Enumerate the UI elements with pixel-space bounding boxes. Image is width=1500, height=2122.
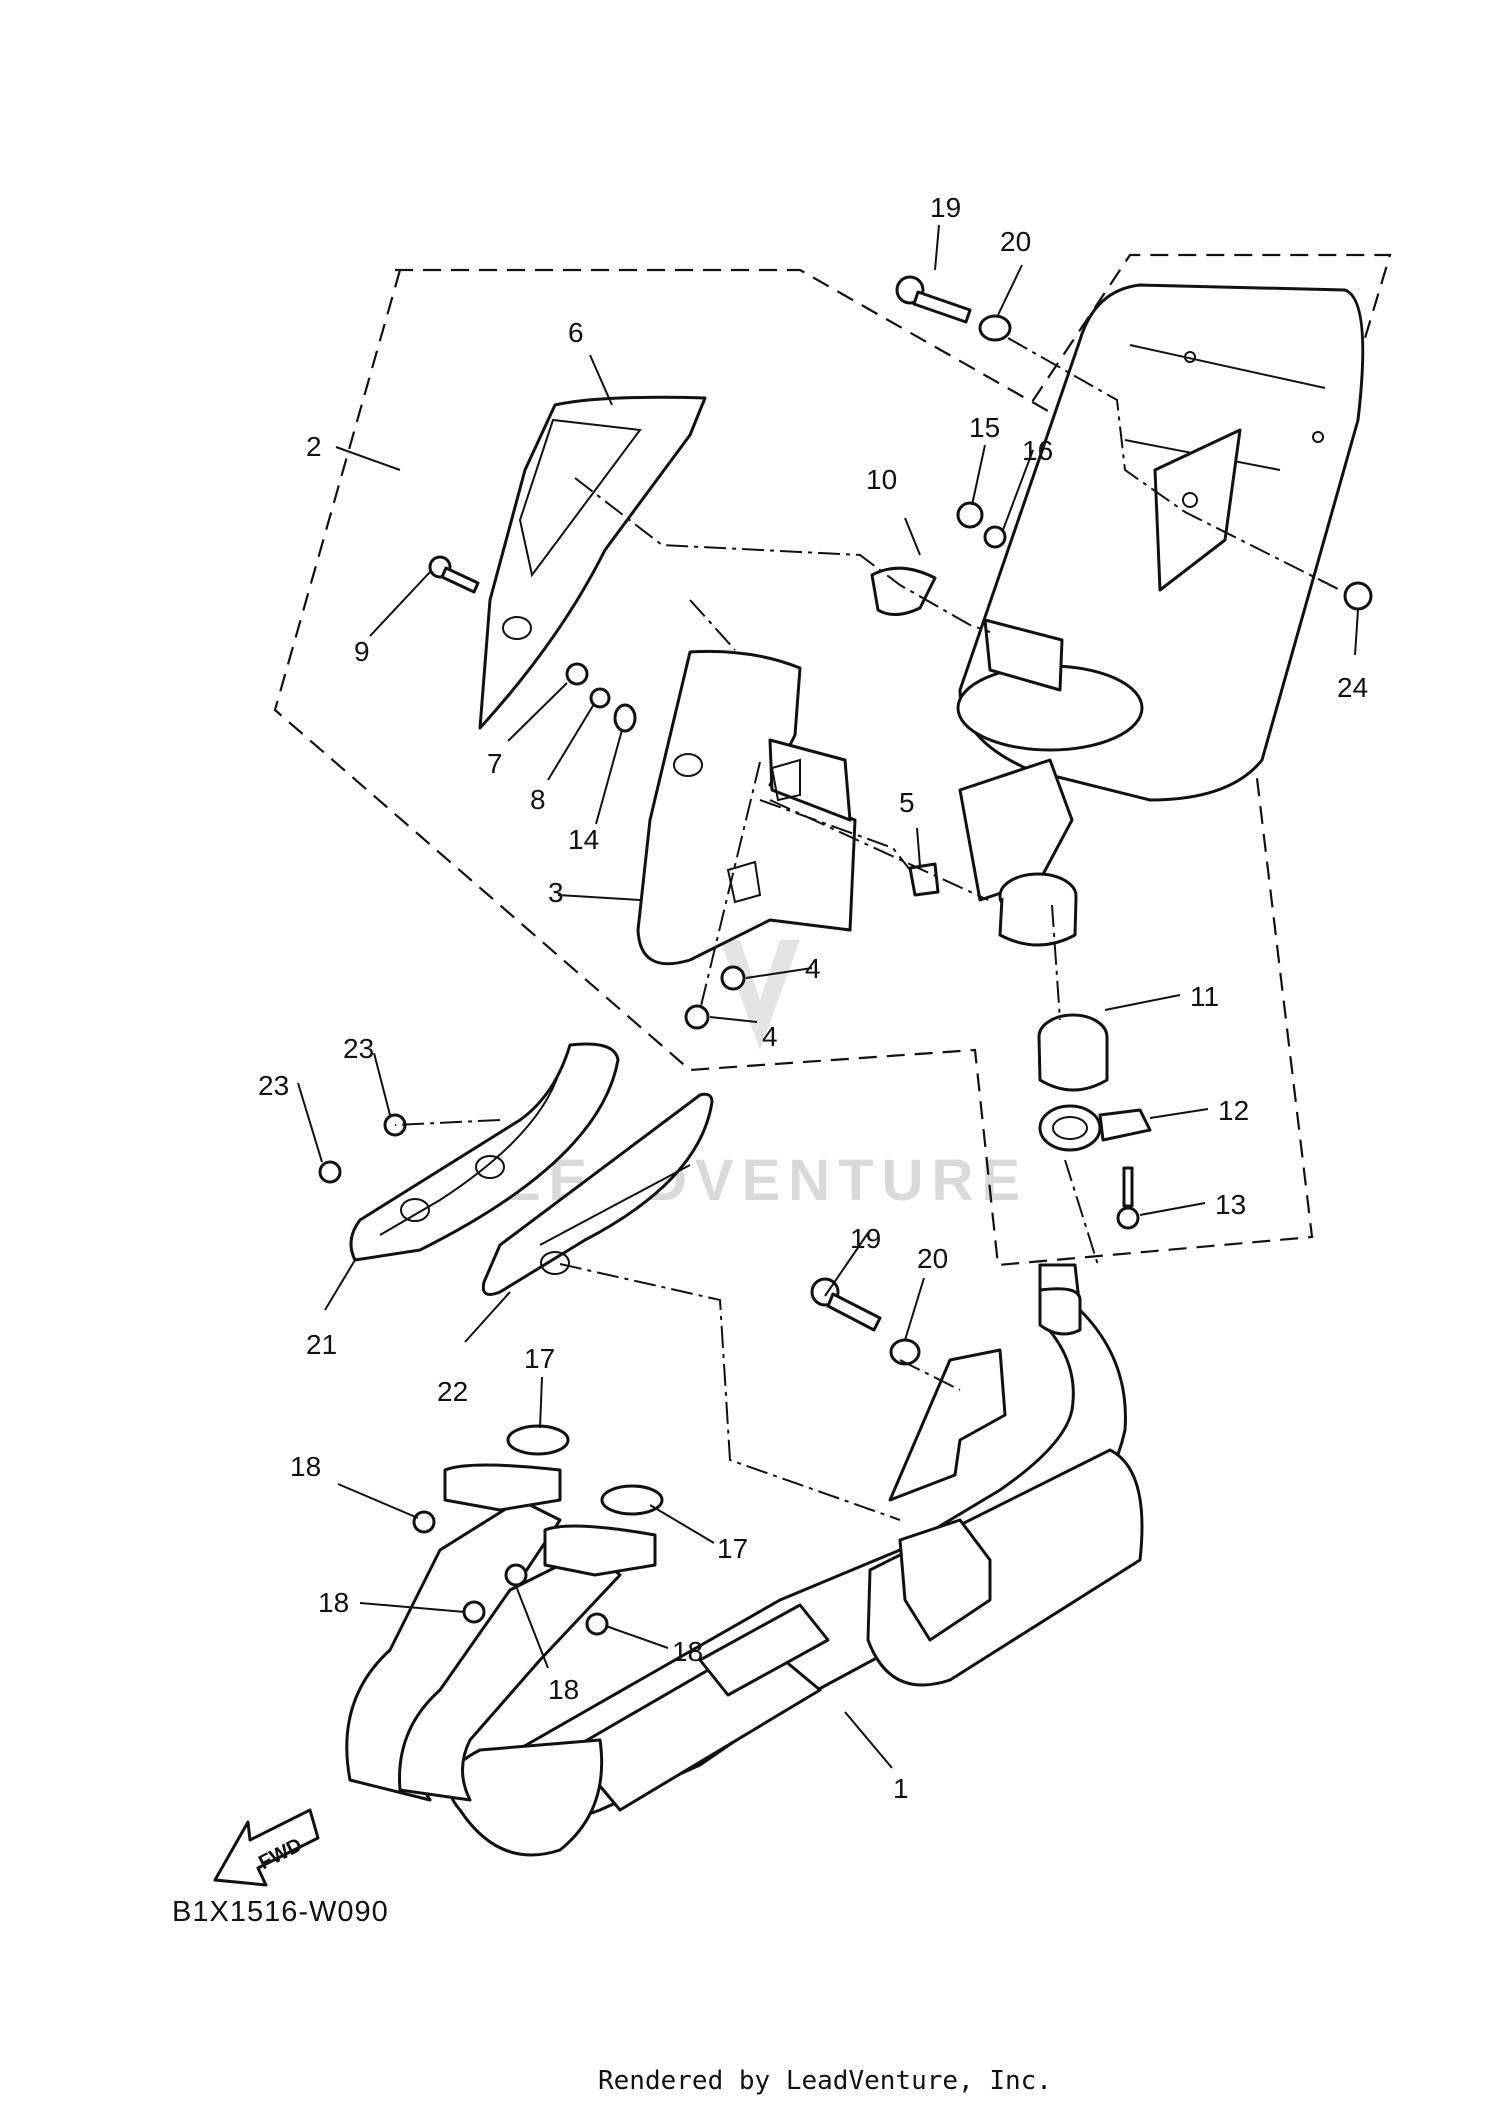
- callout-23-lower: 23: [258, 1070, 289, 1101]
- callout-18-b: 18: [318, 1587, 349, 1618]
- callout-7: 7: [487, 748, 503, 779]
- callout-5: 5: [899, 787, 915, 818]
- callout-19-upper: 19: [930, 192, 961, 223]
- nut-18-c: [504, 1563, 528, 1587]
- callout-20-upper: 20: [1000, 226, 1031, 257]
- bolt-9: [428, 555, 480, 594]
- callout-19-lower: 19: [850, 1223, 881, 1254]
- callout-20-lower: 20: [917, 1243, 948, 1274]
- callout-6: 6: [568, 317, 584, 348]
- callout-11: 11: [1190, 981, 1219, 1012]
- callout-15: 15: [969, 412, 1000, 443]
- callout-9: 9: [354, 636, 370, 667]
- bolt-19-upper: [895, 275, 972, 324]
- callout-1: 1: [893, 1773, 909, 1804]
- fwd-arrow-icon: FWD: [213, 1808, 320, 1887]
- nut-18-a: [412, 1510, 436, 1534]
- washer-20-lower: [889, 1338, 921, 1366]
- callout-labels: 1 2 3 4 4 5 6 7 8 9 10 11 12 13 14 15 16…: [258, 192, 1368, 1804]
- washer-20-upper: [978, 314, 1012, 342]
- muffler: [956, 283, 1365, 947]
- callout-14: 14: [568, 824, 599, 855]
- callout-22: 22: [437, 1376, 468, 1407]
- damper-14: [613, 703, 637, 733]
- heat-protector-6: [478, 395, 707, 730]
- leader-lines: [297, 224, 1359, 1769]
- callout-18-d: 18: [672, 1636, 703, 1667]
- callout-10: 10: [866, 464, 897, 495]
- callout-24: 24: [1337, 672, 1368, 703]
- nut-16: [983, 525, 1007, 549]
- callout-23-upper: 23: [343, 1033, 374, 1064]
- nut-24: [1343, 581, 1373, 611]
- callout-13: 13: [1215, 1189, 1246, 1220]
- nut-4-lower: [684, 1004, 710, 1030]
- nut-18-d: [585, 1612, 609, 1636]
- bracket-10: [870, 566, 937, 616]
- callout-8: 8: [530, 784, 546, 815]
- callout-4-upper: 4: [805, 953, 821, 984]
- callout-12: 12: [1218, 1095, 1249, 1126]
- callout-21: 21: [306, 1329, 337, 1360]
- callout-4-lower: 4: [762, 1021, 778, 1052]
- gasket-17-lower: [600, 1484, 664, 1516]
- drawing-code: B1X1516-W090: [172, 1896, 389, 1928]
- bolt-19-lower: [810, 1277, 882, 1332]
- render-credit: Rendered by LeadVenture, Inc.: [598, 2066, 1052, 2096]
- nut-18-b: [462, 1600, 486, 1624]
- nut-23-lower: [318, 1160, 342, 1184]
- bolt-13: [1116, 1166, 1140, 1230]
- callout-17-lower: 17: [717, 1533, 748, 1564]
- alignment-lines: [394, 337, 1341, 1521]
- callout-18-c: 18: [548, 1674, 579, 1705]
- washer-8: [589, 687, 611, 709]
- cover-assembly-boundary: [273, 253, 1392, 1267]
- nut-4-upper: [720, 965, 746, 991]
- callout-3: 3: [548, 877, 564, 908]
- callout-2: 2: [306, 431, 322, 462]
- heat-protector-3: [636, 649, 857, 966]
- nut-5: [908, 862, 940, 897]
- protector-22: [481, 1092, 714, 1296]
- callout-18-a: 18: [290, 1451, 321, 1482]
- protector-21: [349, 1042, 620, 1262]
- callout-17-upper: 17: [524, 1343, 555, 1374]
- collar-7: [565, 662, 589, 686]
- washer-15: [956, 501, 984, 529]
- clamp-12: [1038, 1104, 1152, 1152]
- callout-16: 16: [1022, 435, 1053, 466]
- gasket-17-upper: [506, 1424, 570, 1456]
